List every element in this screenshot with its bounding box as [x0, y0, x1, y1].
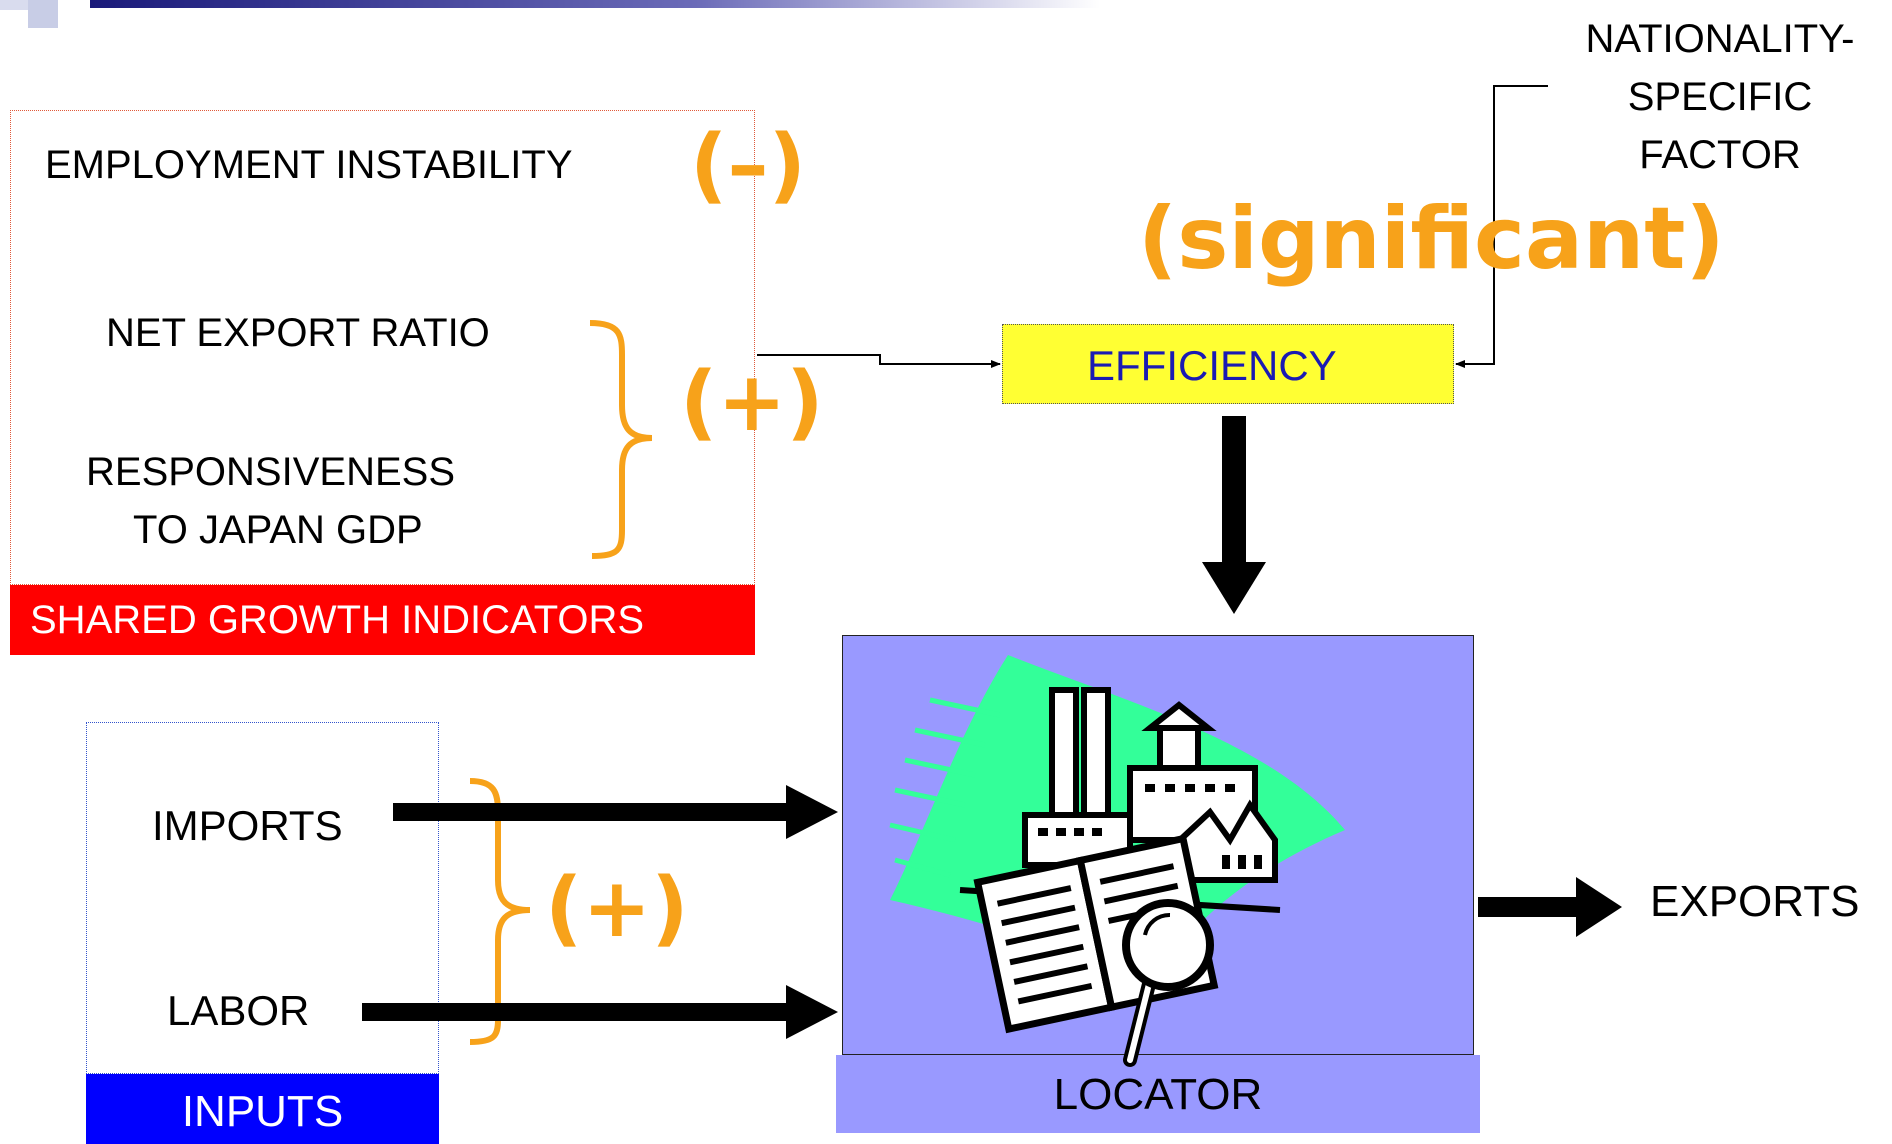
shared-growth-footer-label: SHARED GROWTH INDICATORS	[30, 598, 645, 642]
labor-label: LABOR	[167, 987, 310, 1034]
shared-growth-sign: (+)	[680, 355, 824, 450]
shared-to-efficiency-connector	[757, 354, 1001, 368]
locator-label: LOCATOR	[1053, 1070, 1263, 1119]
responsiveness-label: RESPONSIVENESS	[86, 450, 456, 494]
exports-label: EXPORTS	[1650, 877, 1860, 926]
shared-growth-box	[10, 110, 755, 585]
exports-arrow-shaft	[1478, 897, 1584, 917]
nationality-line-2: SPECIFIC	[1627, 75, 1813, 119]
efficiency-to-locator-arrow-shaft	[1222, 416, 1246, 564]
nationality-specific-factor: NATIONALITY- SPECIFIC FACTOR	[1530, 10, 1892, 184]
japan-gdp-label: TO JAPAN GDP	[133, 508, 423, 552]
slide-corner-decoration	[0, 0, 1100, 28]
imports-arrow-head	[786, 785, 838, 839]
labor-arrow-shaft	[362, 1003, 790, 1021]
nationality-line-3: FACTOR	[1639, 133, 1801, 177]
net-export-ratio-label: NET EXPORT RATIO	[106, 311, 490, 355]
inputs-brace	[469, 778, 531, 1045]
shared-growth-footer: SHARED GROWTH INDICATORS	[10, 585, 755, 655]
employment-instability-label: EMPLOYMENT INSTABILITY	[45, 143, 573, 187]
inputs-footer: INPUTS	[86, 1074, 439, 1144]
efficiency-significance: (significant)	[1138, 189, 1725, 289]
labor-arrow-head	[786, 985, 838, 1039]
efficiency-to-locator-arrow-head	[1202, 562, 1266, 614]
shared-growth-brace	[589, 320, 653, 559]
inputs-box	[86, 722, 439, 1074]
efficiency-label: EFFICIENCY	[1087, 342, 1337, 389]
imports-arrow-shaft	[393, 803, 793, 821]
exports-arrow-head	[1576, 877, 1622, 937]
nationality-to-efficiency-connector	[1455, 85, 1548, 368]
imports-label: IMPORTS	[152, 802, 343, 849]
inputs-sign: (+)	[545, 861, 689, 956]
inputs-footer-label: INPUTS	[181, 1087, 344, 1136]
employment-sign: (–)	[690, 118, 806, 213]
efficiency-box: EFFICIENCY	[1002, 324, 1454, 404]
factory-document-magnifier-icon	[889, 655, 1345, 1067]
locator-footer: LOCATOR	[836, 1055, 1480, 1133]
nationality-line-1: NATIONALITY-	[1585, 17, 1855, 61]
